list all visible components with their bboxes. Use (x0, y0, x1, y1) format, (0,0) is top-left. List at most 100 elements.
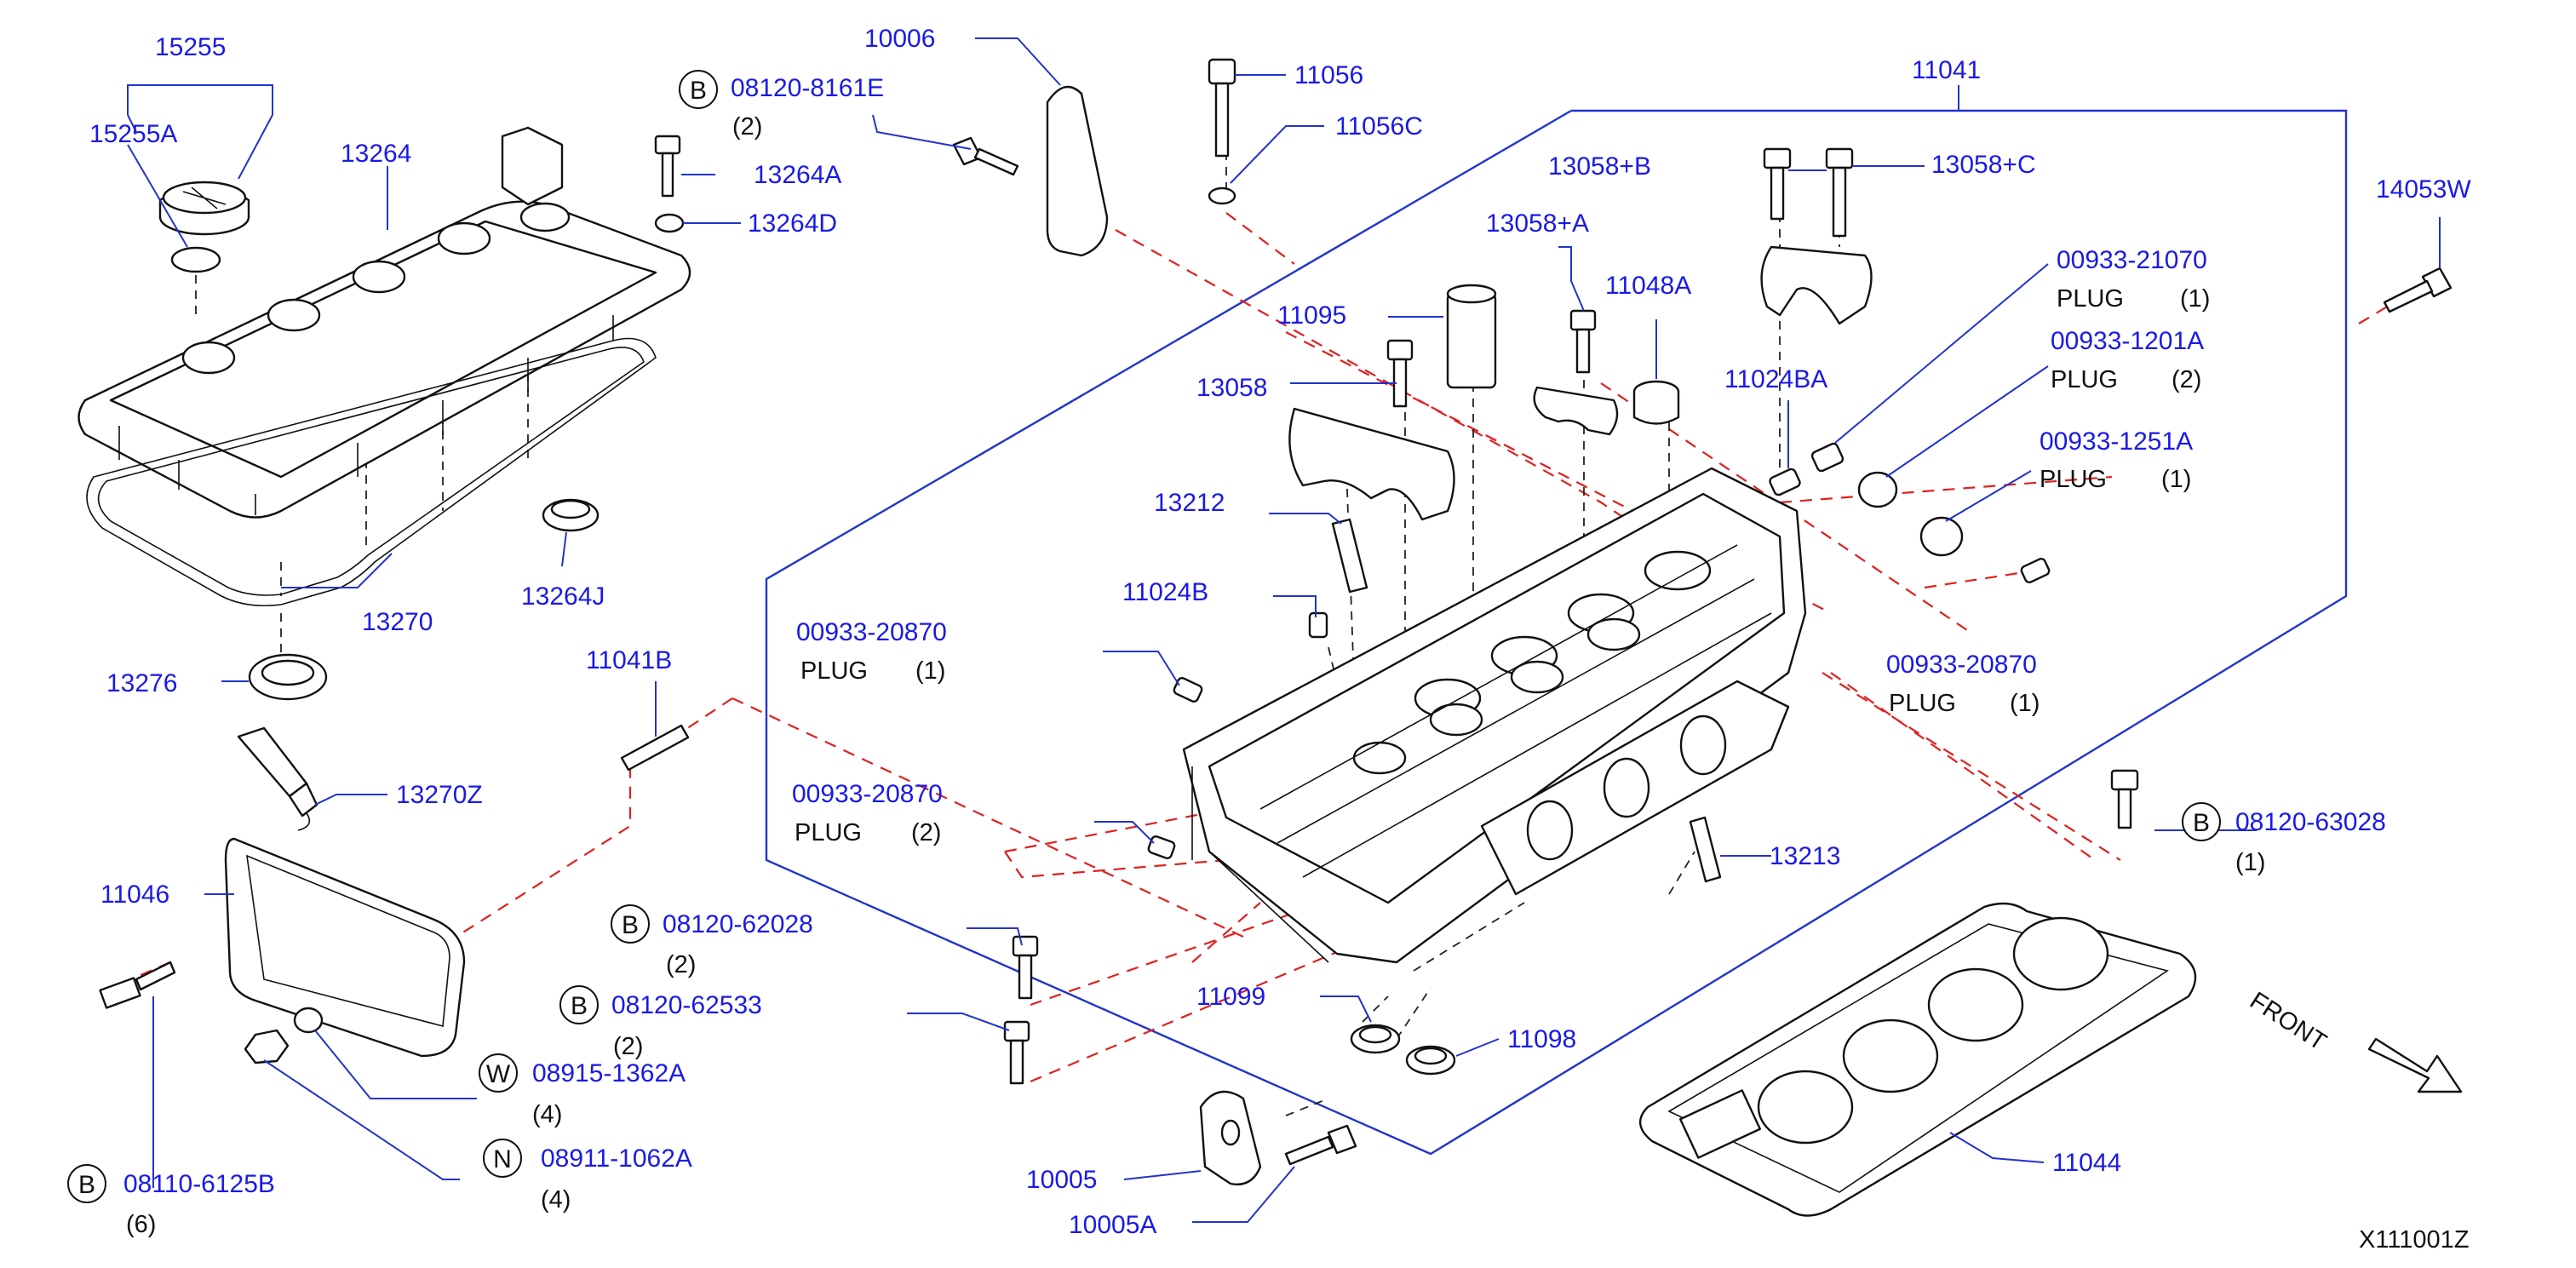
label-00933-1251A: 00933-1251A (2040, 427, 2193, 456)
rear-cover-plate (224, 837, 466, 1058)
circled-letter-w-1362A: W (479, 1053, 518, 1093)
label-13213: 13213 (1770, 842, 1840, 870)
label-13276: 13276 (106, 669, 177, 697)
qty-00933-20870-a: (1) (915, 657, 945, 685)
circled-letter-b-62533: B (559, 985, 599, 1024)
desc-00933-1251A: PLUG (2040, 466, 2107, 493)
front-label: FRONT (2245, 987, 2331, 1056)
qty-08915-1362A: (4) (532, 1101, 562, 1128)
bolt-13058 (1386, 339, 1414, 408)
seal-11099 (1350, 1024, 1401, 1054)
bracket-bolt (952, 136, 1019, 176)
bolt-14053W (2383, 267, 2453, 313)
label-11056: 11056 (1294, 61, 1363, 89)
label-11024BA: 11024BA (1724, 365, 1827, 393)
svg-text:B: B (690, 77, 707, 105)
rocker-cover (77, 126, 691, 519)
rocker-cover-gasket-inner (97, 347, 645, 596)
qty-08120-8161E: (2) (732, 113, 762, 141)
label-10006: 10006 (864, 25, 935, 53)
bolt-63028 (2110, 769, 2139, 829)
svg-text:B: B (78, 1171, 95, 1199)
qty-00933-20870-b: (2) (911, 819, 941, 846)
front-cam-bracket (1760, 245, 1873, 325)
head-gasket (1639, 902, 2197, 1217)
cam-bracket-small (1533, 386, 1619, 436)
label-08120-62533: 08120-62533 (611, 991, 762, 1019)
cover-washer (293, 1007, 324, 1034)
desc-00933-20870-right: PLUG (1889, 690, 1956, 717)
bolt-13058C (1825, 147, 1854, 238)
qty-00933-1201A: (2) (2172, 366, 2201, 393)
label-11041B: 11041B (586, 646, 672, 674)
stud (620, 724, 690, 772)
grommet (542, 498, 600, 532)
circled-letter-b-8161E: B (679, 70, 718, 109)
leader-lines (127, 37, 2441, 1223)
guide-13213 (1689, 816, 1722, 883)
label-13058: 13058 (1196, 374, 1267, 402)
svg-text:B: B (622, 911, 639, 939)
label-10005A: 10005A (1069, 1211, 1156, 1239)
label-15255: 15255 (155, 33, 226, 61)
label-13264: 13264 (341, 140, 411, 168)
cover-bolt-13264A (654, 135, 681, 198)
valve-seal (1632, 380, 1680, 425)
oil-cap-seal (170, 246, 221, 273)
svg-text:B: B (571, 992, 588, 1020)
qty-08911-1062A: (4) (541, 1186, 571, 1213)
label-13058B: 13058+B (1548, 152, 1651, 181)
pin-11024B (1308, 611, 1328, 639)
label-11041: 11041 (1912, 56, 1981, 84)
bolt-10005A (1284, 1124, 1357, 1166)
seal-11098 (1405, 1045, 1456, 1076)
bracket-10005 (1199, 1090, 1262, 1185)
washer-11056C (1208, 186, 1236, 205)
label-08120-8161E: 08120-8161E (731, 74, 884, 102)
desc-00933-20870-b: PLUG (795, 819, 862, 846)
rocker-cover-gasket (86, 337, 657, 607)
label-11048A: 11048A (1605, 272, 1691, 300)
label-00933-1201A: 00933-1201A (2051, 327, 2204, 355)
plug-1201A (1857, 471, 1898, 508)
plug-11024BA (1769, 468, 1801, 496)
qty-00933-20870-right: (1) (2010, 690, 2040, 717)
label-13058C: 13058+C (1931, 151, 2036, 179)
label-11046: 11046 (100, 881, 169, 909)
label-13264A: 13264A (754, 161, 841, 189)
label-08110-6125B: 08110-6125B (123, 1170, 275, 1198)
label-11098: 11098 (1507, 1025, 1576, 1053)
bolt-13058A (1569, 309, 1597, 374)
label-08915-1362A: 08915-1362A (532, 1059, 686, 1087)
plug-20870-a (1173, 677, 1203, 703)
sealant-tube (237, 726, 318, 831)
label-13212: 13212 (1154, 489, 1225, 517)
qty-00933-21070: (1) (2180, 285, 2210, 313)
label-13264J: 13264J (521, 582, 605, 611)
circled-letter-b-63028: B (2182, 802, 2221, 841)
label-11095: 11095 (1277, 301, 1346, 330)
label-00933-20870-b: 00933-20870 (792, 780, 943, 808)
head-bolt-62028 (1012, 935, 1039, 1000)
desc-00933-20870-a: PLUG (800, 657, 868, 685)
diagram-code: X111001Z (2359, 1226, 2470, 1254)
guide-13212 (1331, 518, 1368, 594)
label-00933-20870-right: 00933-20870 (1886, 651, 2037, 679)
plug-1251A (1919, 516, 1964, 557)
label-08120-63028: 08120-63028 (2235, 808, 2386, 836)
label-11099: 11099 (1196, 983, 1265, 1011)
callout-labels: 15255 15255A 13264 08120-8161E (2) 13264… (89, 25, 2471, 1239)
front-arrow-icon (2367, 1037, 2463, 1093)
plug-11024BA-b (1810, 442, 1845, 473)
label-11024B: 11024B (1122, 578, 1208, 606)
valve-lifter (1446, 284, 1497, 389)
svg-text:B: B (2193, 809, 2210, 837)
circled-letter-n-1062A: N (483, 1139, 522, 1178)
cover-bolt (99, 961, 176, 1009)
label-11056C: 11056C (1335, 112, 1423, 141)
label-00933-20870-a: 00933-20870 (796, 618, 947, 646)
qty-08120-62533: (2) (613, 1033, 643, 1060)
label-13058A: 13058+A (1486, 209, 1589, 238)
